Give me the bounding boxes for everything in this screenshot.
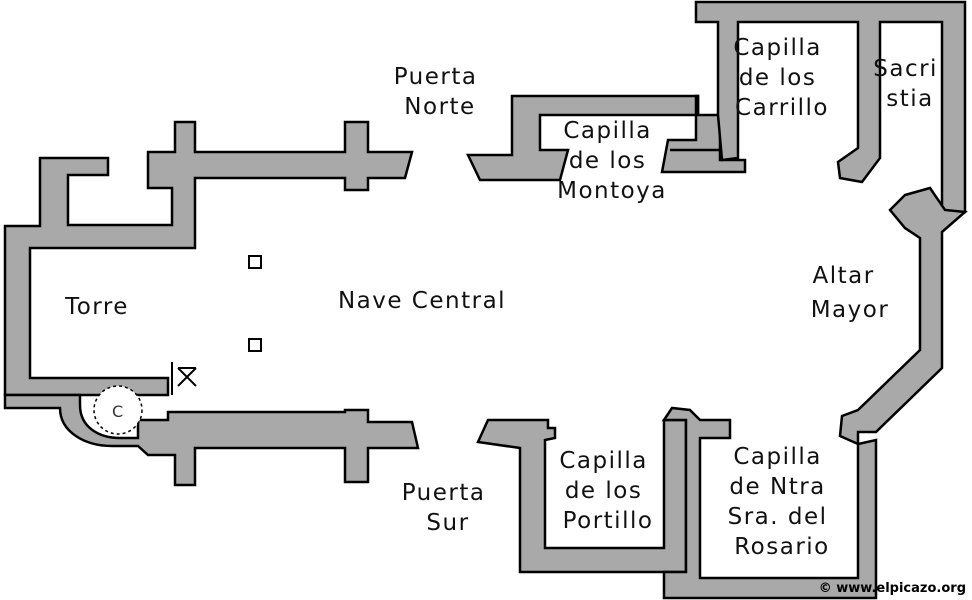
stair-marker-icon [171,362,197,395]
label-capilla-montoya: Capilla de los Montoya [557,118,667,204]
label-altar-mayor: Altar Mayor [811,263,890,323]
label-sacristia: Sacri stia [873,56,947,112]
label-puerta-norte: Puerta Norte [394,64,487,120]
label-nave-central: Nave Central [338,288,506,314]
credit-text: © www.elpicazo.org [819,581,966,596]
label-puerta-sur: Puerta Sur [402,480,495,536]
baptismal-font-icon [93,385,143,435]
north-wall-west [3,120,414,397]
nave-pillar-south [248,338,262,352]
label-capilla-rosario: Capilla de Ntra Sra. del Rosario [728,444,837,560]
nave-pillar-north [248,255,262,269]
label-capilla-carrillo: Capilla de los Carrillo [733,35,830,121]
south-wall-west [3,393,420,487]
portillo-walls [476,418,688,574]
baptismal-font-glyph: C [112,402,123,421]
rosario-walls [661,406,878,600]
label-capilla-portillo: Capilla de los Portillo [559,448,656,534]
north-wall-montoya [466,94,700,182]
label-torre: Torre [64,294,129,320]
